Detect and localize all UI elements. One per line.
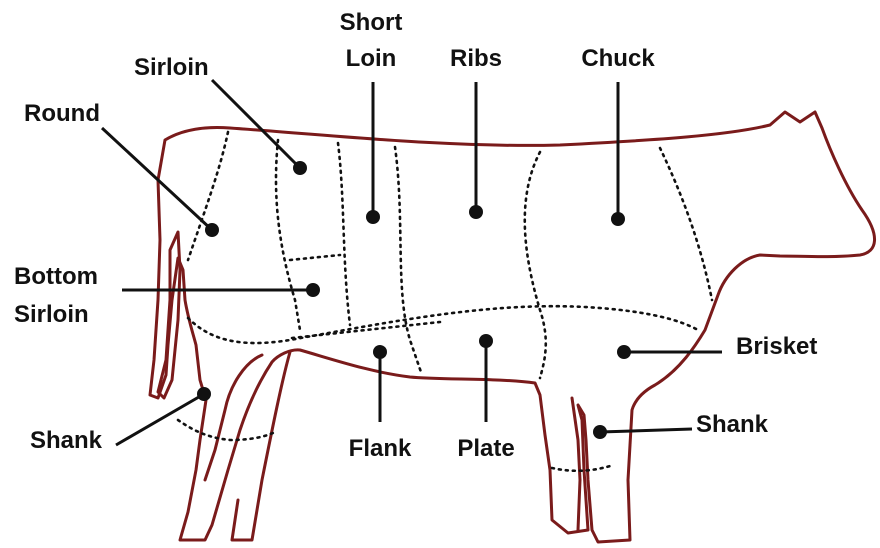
leader-shank-fore <box>600 429 692 432</box>
label-shank-fore: Shank <box>696 411 769 438</box>
label-brisket: Brisket <box>736 333 817 360</box>
leader-sirloin <box>212 80 300 168</box>
label-short-loin-line2: Loin <box>346 45 397 72</box>
cut-chuck-neck <box>660 148 712 300</box>
leader-shank-hind <box>116 394 204 445</box>
label-sirloin: Sirloin <box>134 54 209 81</box>
leaders <box>102 80 722 445</box>
label-bottom-sirloin-line1: Bottom <box>14 263 98 290</box>
dot-chuck <box>611 212 625 226</box>
label-short-loin-line1: Short <box>340 9 403 36</box>
labels: Round Sirloin Short Loin Ribs Chuck Bott… <box>14 9 817 462</box>
leader-round <box>102 128 212 230</box>
dot-plate <box>479 334 493 348</box>
label-round: Round <box>24 100 100 127</box>
label-ribs: Ribs <box>450 45 502 72</box>
dot-flank <box>373 345 387 359</box>
cut-hind-shank <box>178 420 275 440</box>
cut-fore-shank <box>552 466 610 471</box>
dot-ribs <box>469 205 483 219</box>
label-bottom-sirloin-line2: Sirloin <box>14 301 89 328</box>
cut-flank-top <box>188 306 698 343</box>
dot-short-loin <box>366 210 380 224</box>
dot-shank-fore <box>593 425 607 439</box>
dot-round <box>205 223 219 237</box>
fore-leg-front <box>572 398 580 530</box>
dot-shank-hind <box>197 387 211 401</box>
label-chuck: Chuck <box>581 45 655 72</box>
label-flank: Flank <box>349 435 412 462</box>
dot-sirloin <box>293 161 307 175</box>
cut-bottom-sirloin-top <box>290 255 340 260</box>
cut-shortloin-left <box>338 143 350 325</box>
cow-body-outline <box>150 112 875 542</box>
cut-flank-plate <box>292 322 440 338</box>
label-shank-hind: Shank <box>30 427 103 454</box>
cut-shortloin-ribs <box>395 147 422 375</box>
hind-leg-inner <box>205 355 262 480</box>
dot-bottom-sirloin <box>306 283 320 297</box>
cow-outline <box>150 112 875 542</box>
cut-round-sirloin <box>188 132 228 260</box>
cow-tail <box>158 232 180 398</box>
dot-brisket <box>617 345 631 359</box>
cut-ribs-chuck <box>525 152 546 378</box>
label-plate: Plate <box>457 435 514 462</box>
